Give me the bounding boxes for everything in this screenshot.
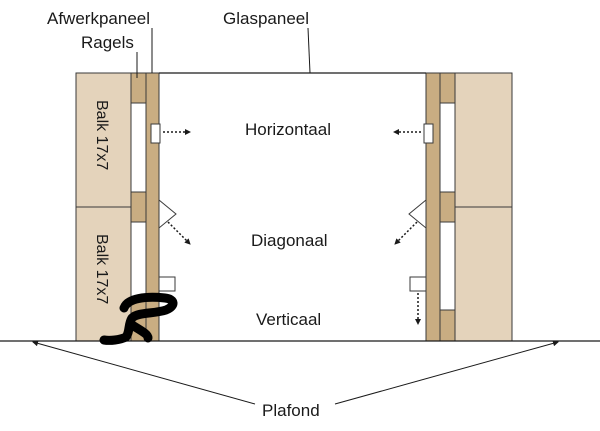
left-diagonal-clip xyxy=(158,198,177,230)
label-ragels: Ragels xyxy=(81,33,134,52)
leader-plafond-left xyxy=(32,340,256,405)
arrow-diagonal-left xyxy=(167,221,191,245)
right-diagonal-clip xyxy=(408,198,427,230)
label-balk-bottom: Balk 17x7 xyxy=(93,234,110,304)
label-glaspaneel: Glaspaneel xyxy=(223,9,309,28)
left-batten-1 xyxy=(130,72,147,104)
label-diagonaal: Diagonaal xyxy=(251,231,328,250)
label-horizontaal: Horizontaal xyxy=(245,120,331,139)
right-beam-bottom xyxy=(454,206,513,342)
right-batten-2 xyxy=(439,191,456,223)
label-verticaal: Verticaal xyxy=(256,310,321,329)
leader-plafond-right xyxy=(334,340,559,405)
left-batten-2 xyxy=(130,191,147,223)
left-beam-top xyxy=(75,72,132,208)
right-finishing-panel xyxy=(425,72,441,342)
arrow-diagonal-right xyxy=(394,221,418,245)
label-afwerkpaneel: Afwerkpaneel xyxy=(47,9,150,28)
left-beam-bottom xyxy=(75,206,132,342)
right-wall xyxy=(425,72,513,342)
leader-glaspaneel xyxy=(307,27,311,74)
label-plafond: Plafond xyxy=(262,401,320,420)
left-vertical-clip xyxy=(158,276,176,292)
right-beam-top xyxy=(454,72,513,208)
right-batten-3 xyxy=(439,309,456,342)
right-vertical-clip xyxy=(409,276,427,292)
right-horizontal-clip xyxy=(423,123,434,144)
left-horizontal-clip xyxy=(150,123,161,144)
left-wall xyxy=(75,72,160,342)
label-balk-top: Balk 17x7 xyxy=(93,100,110,170)
right-batten-1 xyxy=(439,72,456,104)
redaction-scribble xyxy=(99,292,178,345)
